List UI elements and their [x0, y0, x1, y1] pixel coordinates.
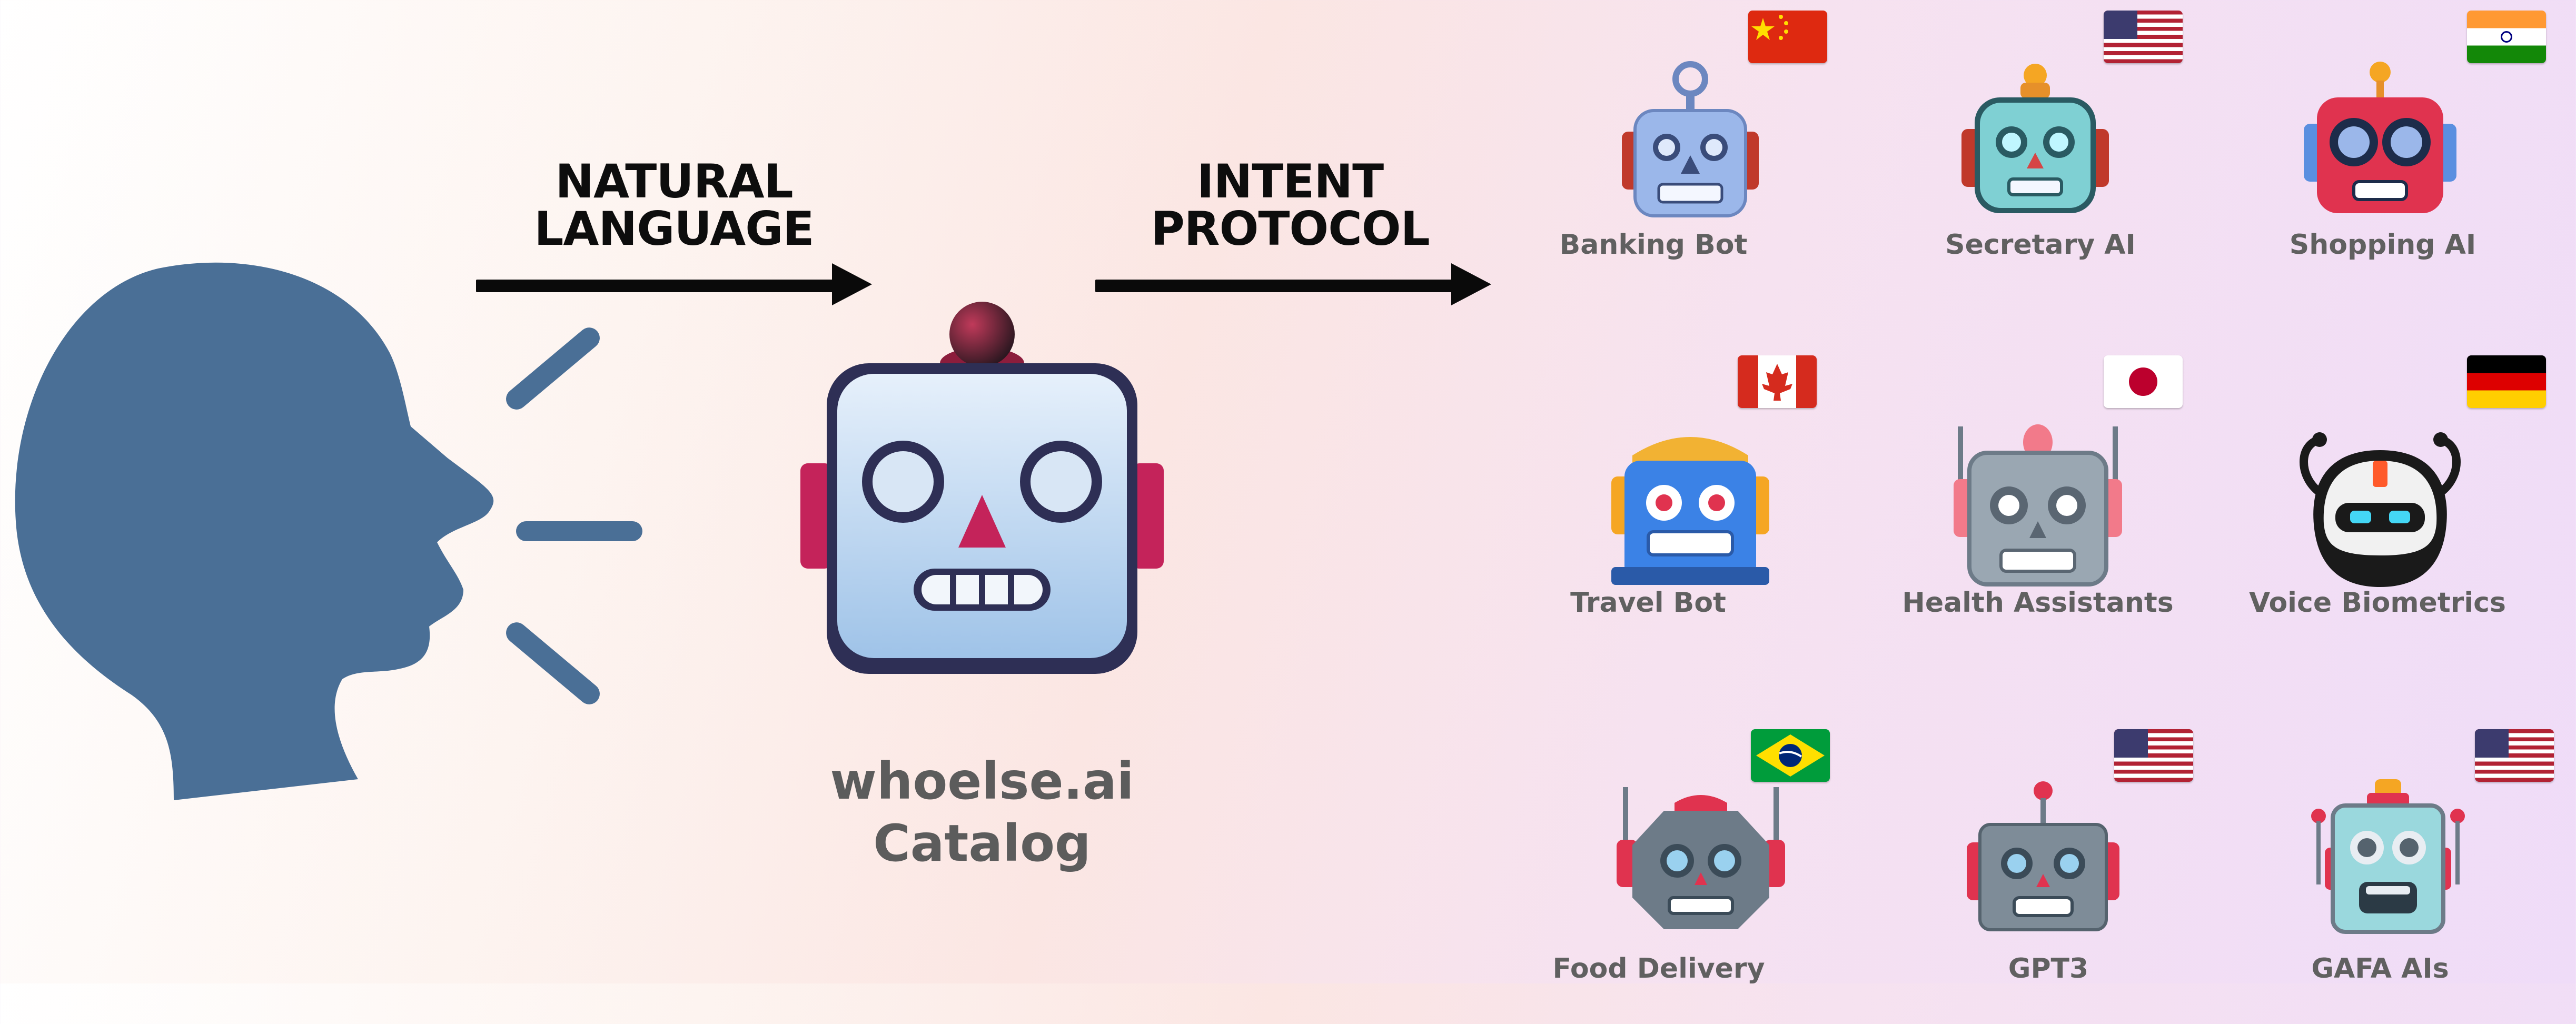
- bot-name: Health Assistants: [1902, 587, 2174, 619]
- right-arrow-icon: [1095, 263, 1491, 305]
- bot-card-shopping: Shopping AI: [2225, 11, 2546, 305]
- bot-name: GPT3: [2008, 953, 2089, 985]
- china-flag-icon: [1748, 11, 1827, 63]
- bot-name: Food Delivery: [1552, 953, 1765, 985]
- robot-icon: [1967, 781, 2119, 931]
- japan-flag-icon: [2104, 355, 2183, 408]
- brazil-flag-icon: [1751, 729, 1830, 782]
- robot-icon: [1961, 64, 2109, 213]
- bot-name: Banking Bot: [1559, 229, 1748, 261]
- robot-face-icon: [800, 302, 1164, 674]
- germany-flag-icon: [2467, 355, 2546, 408]
- bot-card-health: Health Assistants: [1883, 355, 2198, 650]
- label-line: INTENT: [1196, 154, 1384, 208]
- label-line: PROTOCOL: [1151, 202, 1430, 256]
- robot-icon: [1622, 61, 1759, 217]
- catalog-title: whoelse.ai Catalog: [821, 750, 1143, 874]
- natural-language-label: NATURAL LANGUAGE: [527, 158, 821, 253]
- india-flag-icon: [2467, 11, 2546, 63]
- bot-card-food: Food Delivery: [1538, 729, 1854, 1024]
- bot-card-secretary: Secretary AI: [1883, 11, 2198, 305]
- robot-icon: [1611, 437, 1769, 585]
- bot-name: Travel Bot: [1570, 587, 1726, 619]
- bot-name: Secretary AI: [1945, 229, 2136, 261]
- robot-icon: [1954, 424, 2122, 586]
- speaking-head-icon: [15, 262, 642, 800]
- label-line: LANGUAGE: [534, 202, 814, 256]
- robot-icon: [1617, 787, 1785, 929]
- bot-card-banking: Banking Bot: [1538, 11, 1854, 305]
- bot-name: Voice Biometrics: [2249, 587, 2506, 619]
- bot-name: GAFA AIs: [2311, 953, 2449, 985]
- robot-icon: [2304, 62, 2456, 213]
- bot-card-gpt3: GPT3: [1883, 729, 2198, 1024]
- bot-name: Shopping AI: [2289, 229, 2476, 261]
- bot-card-travel: Travel Bot: [1538, 355, 1854, 650]
- catalog-title-line: Catalog: [873, 814, 1091, 873]
- right-arrow-icon: [476, 263, 872, 305]
- usa-flag-icon: [2475, 729, 2554, 782]
- robot-icon: [2300, 432, 2461, 587]
- label-line: NATURAL: [555, 154, 793, 208]
- catalog-title-line: whoelse.ai: [830, 752, 1134, 811]
- usa-flag-icon: [2104, 11, 2183, 63]
- bot-card-voice: Voice Biometrics: [2225, 355, 2546, 650]
- usa-flag-icon: [2114, 729, 2193, 782]
- bot-card-gafa: GAFA AIs: [2225, 729, 2554, 1024]
- canada-flag-icon: [1738, 355, 1817, 408]
- intent-protocol-label: INTENT PROTOCOL: [1143, 158, 1438, 253]
- robot-icon: [2311, 779, 2465, 934]
